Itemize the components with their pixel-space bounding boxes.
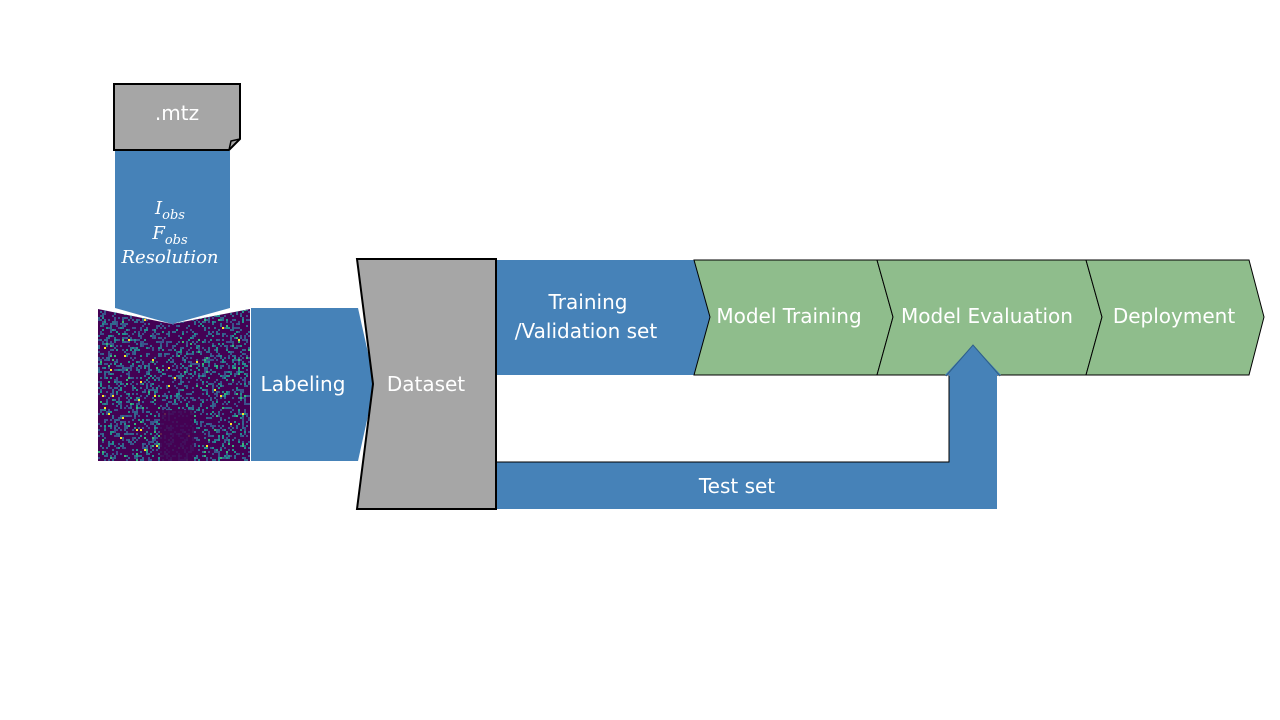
deployment-label: Deployment	[1113, 304, 1235, 328]
dataset-block: Dataset	[355, 258, 497, 510]
model-evaluation-chevron: Model Evaluation	[876, 259, 1103, 376]
model-training-label: Model Training	[716, 304, 861, 328]
test-set-label: Test set	[698, 474, 775, 498]
mtz-fields-box: Iobs Fobs Resolution	[115, 151, 230, 324]
mtz-file-label: .mtz	[155, 101, 199, 125]
field-fobs: Fobs	[151, 223, 188, 248]
test-set-arrow: Test set	[497, 344, 1001, 509]
field-resolution: Resolution	[120, 247, 218, 268]
diffraction-heatmap	[98, 309, 250, 461]
labeling-label: Labeling	[261, 372, 346, 396]
mtz-file-shape: .mtz	[113, 83, 241, 151]
deployment-chevron: Deployment	[1085, 259, 1265, 376]
dataset-label: Dataset	[387, 372, 465, 396]
model-evaluation-label: Model Evaluation	[901, 304, 1073, 328]
training-label-line2: /Validation set	[515, 319, 658, 343]
training-validation-arrow: Training /Validation set	[497, 260, 710, 375]
field-iobs: Iobs	[154, 198, 185, 223]
training-label-line1: Training	[548, 290, 628, 314]
model-training-chevron: Model Training	[693, 259, 894, 376]
labeling-arrow: Labeling	[251, 308, 375, 461]
